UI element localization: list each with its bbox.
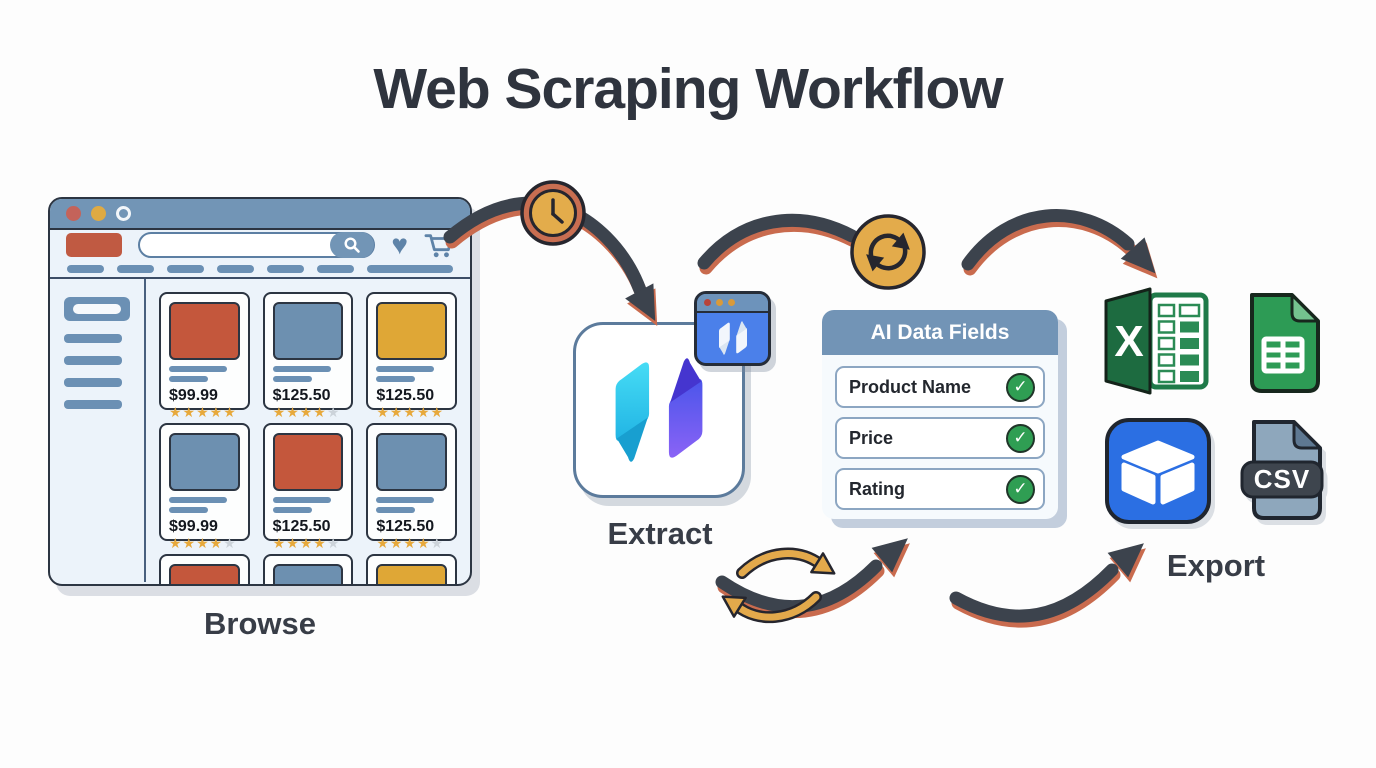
product-price: $125.50 xyxy=(272,387,331,404)
product-card: $125.50 ★★★★★ xyxy=(262,292,354,419)
sidebar-item-placeholder xyxy=(64,334,122,343)
product-image xyxy=(376,564,447,584)
csv-file-icon: CSV xyxy=(1240,420,1324,520)
product-card: $125.50 ★★★★★ xyxy=(366,423,457,550)
sidebar-item-placeholder xyxy=(64,356,122,365)
nav-link-placeholder xyxy=(117,264,155,273)
ai-field-row: Product Name ✓ xyxy=(835,366,1045,408)
window-dot-gold-icon xyxy=(91,206,106,221)
search-input xyxy=(138,232,376,258)
product-price: $125.50 xyxy=(272,518,331,535)
mini-dot-gold-icon xyxy=(728,299,735,306)
arrow-fields-to-export xyxy=(961,209,1158,279)
product-image xyxy=(272,302,344,360)
airtable-icon xyxy=(1105,418,1211,524)
product-rating-stars: ★★★★★ xyxy=(376,535,445,551)
product-rating-stars: ★★★★★ xyxy=(376,404,445,420)
product-card: $99.99 ★★★★★ xyxy=(159,423,250,550)
nav-link-placeholder xyxy=(317,264,355,273)
clock-icon xyxy=(520,180,586,246)
mini-browser-titlebar xyxy=(697,294,768,313)
product-image xyxy=(376,433,447,491)
browse-step-label: Browse xyxy=(204,606,316,641)
page-title: Web Scraping Workflow xyxy=(373,57,1003,121)
mini-dot-gold-icon xyxy=(716,299,723,306)
nav-link-placeholder xyxy=(367,264,453,273)
search-icon xyxy=(344,237,361,253)
product-price: $99.99 xyxy=(169,518,218,535)
window-dot-ring-icon xyxy=(116,206,131,221)
ai-data-fields-panel: AI Data Fields Product Name ✓ Price ✓ Ra… xyxy=(822,310,1058,519)
product-price: $99.99 xyxy=(169,387,218,404)
scraper-app-logo-icon xyxy=(615,358,703,462)
browser-toolbar: ♥ xyxy=(50,230,470,260)
product-card: $125.50 ★★★★★ xyxy=(262,423,354,550)
extract-app-card xyxy=(573,322,745,498)
sidebar-filter-button xyxy=(64,297,130,321)
product-image xyxy=(169,564,240,584)
extension-browser-badge xyxy=(694,291,771,366)
product-card-partial xyxy=(366,554,457,584)
check-icon: ✓ xyxy=(1006,474,1035,504)
ai-field-name: Product Name xyxy=(849,376,972,397)
ai-panel-title: AI Data Fields xyxy=(822,310,1058,355)
browser-titlebar xyxy=(50,199,470,230)
product-image xyxy=(169,302,240,360)
ai-field-row: Price ✓ xyxy=(835,417,1045,459)
product-card: $125.50 ★★★★★ xyxy=(366,292,457,419)
excel-x-letter: X xyxy=(1114,317,1143,366)
product-price: $125.50 xyxy=(376,387,435,404)
nav-link-placeholder xyxy=(217,264,255,273)
gold-sync-icon xyxy=(721,547,836,624)
sidebar-item-placeholder xyxy=(64,400,122,409)
ai-field-name: Price xyxy=(849,427,894,448)
nav-link-placeholder xyxy=(267,264,305,273)
product-rating-stars: ★★★★★ xyxy=(169,404,237,420)
arrow-extract-to-fields xyxy=(697,213,861,275)
product-image xyxy=(169,433,240,491)
product-rating-stars: ★★★★★ xyxy=(272,535,341,551)
product-image xyxy=(272,564,344,584)
wishlist-heart-icon: ♥ xyxy=(391,229,408,260)
excel-icon: X xyxy=(1104,287,1209,395)
window-dot-red-icon xyxy=(66,206,81,221)
product-image xyxy=(376,302,447,360)
ai-field-row: Rating ✓ xyxy=(835,468,1045,510)
browser-window-mockup: ♥ xyxy=(48,197,472,586)
product-rating-stars: ★★★★★ xyxy=(272,404,341,420)
csv-label: CSV xyxy=(1254,464,1310,494)
extract-step-label: Extract xyxy=(607,516,713,551)
export-step-label: Export xyxy=(1166,548,1266,583)
product-grid: $99.99 ★★★★★ $125.50 ★★★★★ $125.50 ★★★★★ xyxy=(146,279,470,584)
sidebar-item-placeholder xyxy=(64,378,122,387)
ai-field-name: Rating xyxy=(849,478,905,499)
mini-dot-red-icon xyxy=(704,299,711,306)
scraper-app-logo-white-icon xyxy=(718,321,747,355)
product-card-partial xyxy=(262,554,354,584)
product-image xyxy=(272,433,344,491)
arrow-browse-to-extract xyxy=(443,196,658,326)
check-icon: ✓ xyxy=(1006,423,1035,453)
product-price: $125.50 xyxy=(376,518,435,535)
check-icon: ✓ xyxy=(1006,372,1035,402)
sidebar-filter-label-placeholder xyxy=(73,304,121,314)
site-logo xyxy=(66,233,122,257)
nav-link-placeholder xyxy=(67,264,105,273)
browser-nav-links xyxy=(50,260,470,279)
search-button xyxy=(330,232,375,258)
sync-coin-icon xyxy=(850,214,926,290)
google-sheets-icon xyxy=(1250,293,1320,393)
product-rating-stars: ★★★★★ xyxy=(169,535,237,551)
nav-link-placeholder xyxy=(167,264,205,273)
browser-sidebar xyxy=(50,279,146,582)
product-card-partial xyxy=(159,554,250,584)
product-card: $99.99 ★★★★★ xyxy=(159,292,250,419)
cart-icon xyxy=(424,234,454,258)
